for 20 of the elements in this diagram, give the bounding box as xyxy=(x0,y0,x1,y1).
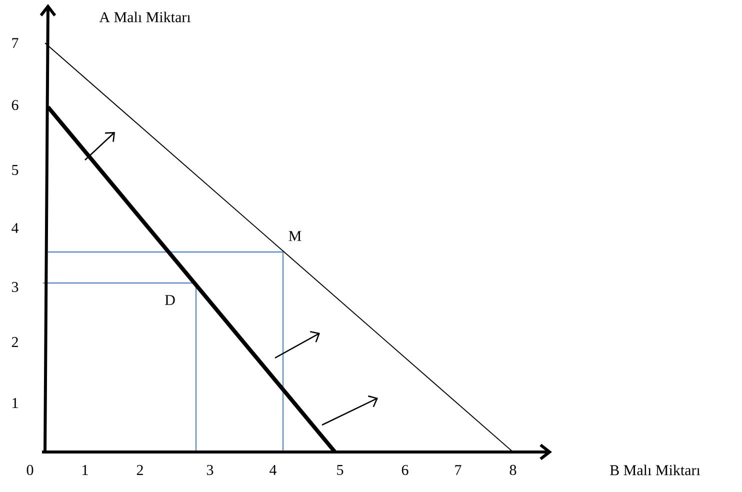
tick-label: 6 xyxy=(12,100,18,110)
tick-label: 4 xyxy=(270,465,277,475)
tick-label: 7 xyxy=(455,465,462,475)
axis-label: A Malı Miktarı xyxy=(99,12,191,22)
tick-label: 3 xyxy=(206,464,214,476)
tick-label: 6 xyxy=(402,464,408,476)
tick-label: 2 xyxy=(136,465,143,475)
tick-label: 8 xyxy=(510,464,516,476)
point-label: D xyxy=(165,295,175,305)
tick-label: 1 xyxy=(12,398,18,408)
axis-label: B Malı Miktarı xyxy=(610,464,700,476)
point-label: M xyxy=(288,231,302,241)
tick-label: 5 xyxy=(337,465,344,475)
tick-label: 3 xyxy=(12,282,18,292)
tick-label: 0 xyxy=(26,464,34,476)
tick-label: 4 xyxy=(12,223,19,233)
tick-label: 2 xyxy=(12,337,18,347)
tick-label: 7 xyxy=(12,38,18,48)
tick-label: 5 xyxy=(12,165,18,175)
tick-label: 1 xyxy=(82,465,88,475)
